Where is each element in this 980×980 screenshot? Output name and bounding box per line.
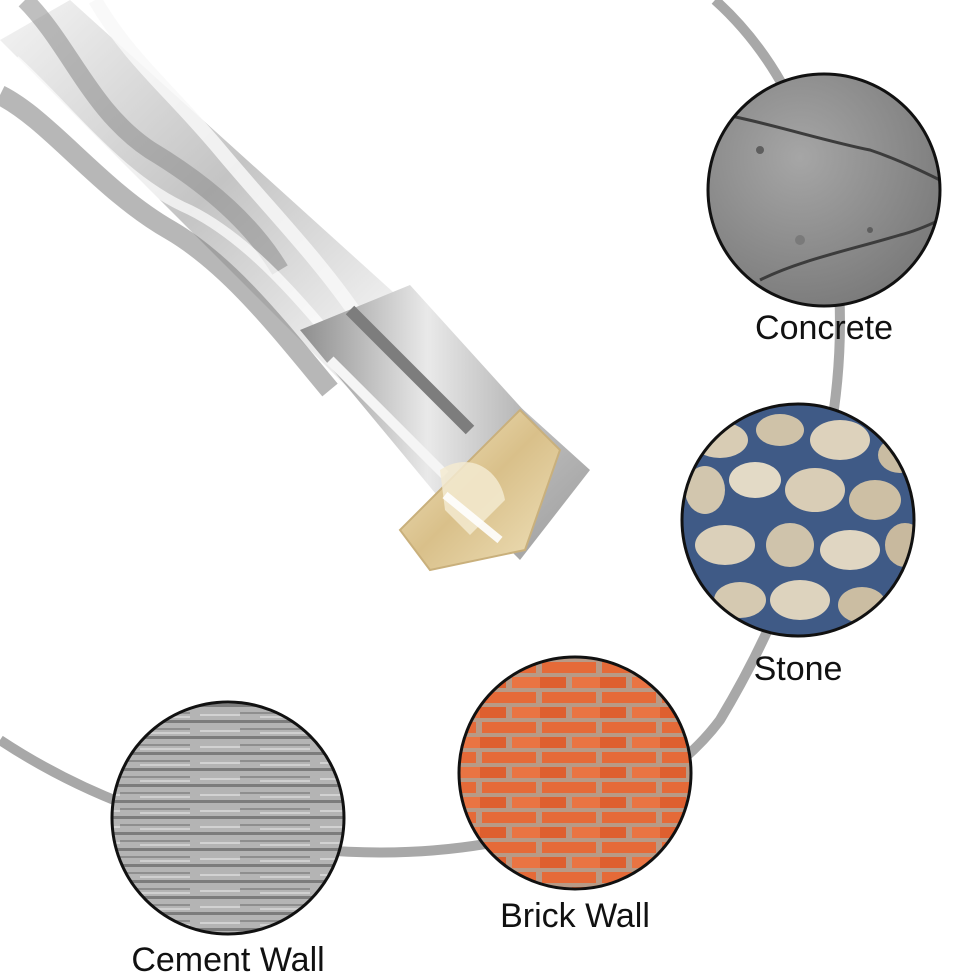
concrete-label: Concrete [755, 309, 893, 347]
stone-label: Stone [753, 650, 843, 688]
brick-wall-swatch [457, 655, 693, 891]
cement-wall-label: Cement Wall [131, 941, 325, 979]
concrete-swatch [706, 72, 942, 308]
drill-bit-image [0, 0, 590, 572]
brick-wall-label: Brick Wall [500, 897, 650, 935]
stone-swatch [680, 402, 916, 638]
cement-wall-swatch [110, 700, 346, 936]
